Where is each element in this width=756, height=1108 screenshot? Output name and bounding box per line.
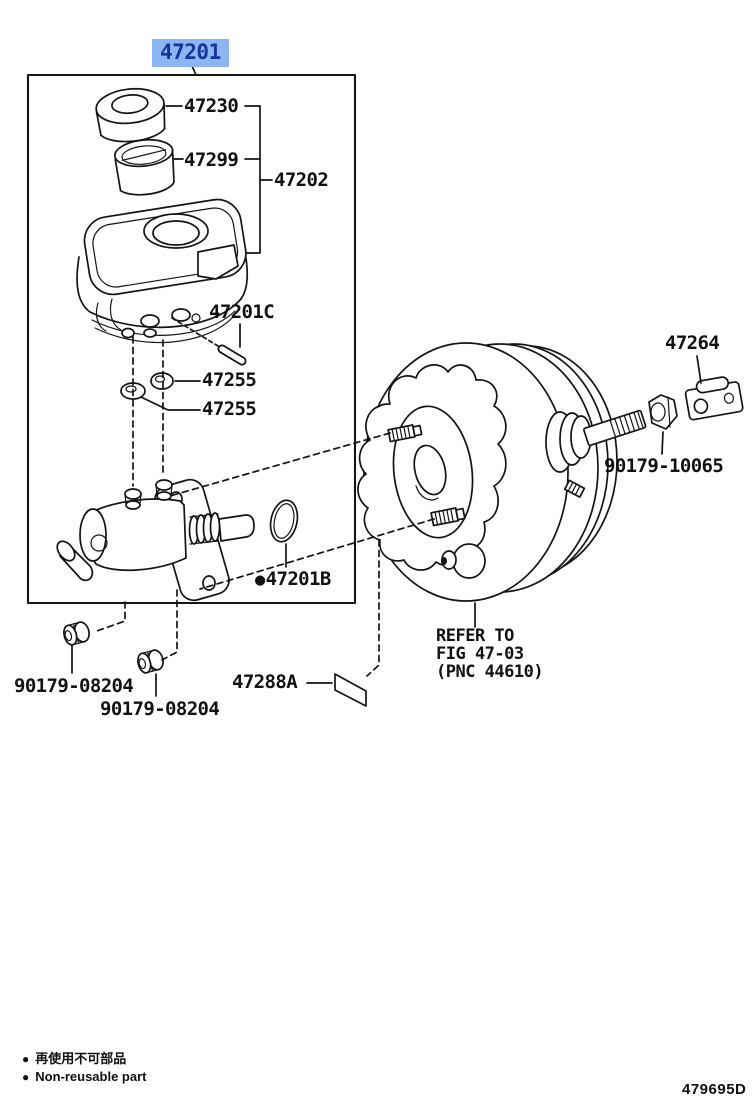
part-label-47299: 47299	[184, 149, 239, 171]
selected-part-number[interactable]: 47201	[152, 39, 229, 67]
brake-booster	[357, 342, 618, 602]
identification-plate	[334, 673, 367, 707]
cross-reference-note: REFER TO FIG 47-03 (PNC 44610)	[436, 626, 544, 682]
leader-lines	[71, 105, 702, 697]
legend-bullet-icon: ●	[22, 1052, 30, 1066]
part-label-90179-08204-left: 90179-08204	[14, 675, 134, 697]
part-label-47201B-text: 47201B	[265, 568, 332, 590]
legend-row-english: ● Non-reusable part	[22, 1069, 147, 1084]
reservoir-grommets	[120, 372, 174, 400]
part-label-47255-lower: 47255	[202, 398, 257, 420]
part-label-47201C: 47201C	[209, 301, 275, 323]
refer-line-1: REFER TO	[436, 626, 514, 646]
reservoir-cap	[95, 87, 166, 143]
non-reusable-bullet: ●	[255, 570, 265, 590]
part-label-47202: 47202	[274, 169, 329, 191]
part-label-47201B: ●47201B	[255, 568, 331, 590]
reservoir-float-ring	[114, 138, 175, 196]
refer-line-3: (PNC 44610)	[436, 662, 544, 682]
part-label-47255-upper: 47255	[202, 369, 257, 391]
legend-row-japanese: ● 再使用不可部品	[22, 1048, 126, 1067]
part-label-90179-08204-right: 90179-08204	[100, 698, 220, 720]
refer-line-2: FIG 47-03	[436, 644, 524, 664]
reservoir-tank	[76, 198, 248, 344]
legend-bullet-icon: ●	[22, 1070, 30, 1084]
assembly-dashed-lines	[93, 317, 435, 677]
part-label-90179-10065: 90179-10065	[604, 455, 724, 477]
mounting-nuts	[63, 621, 164, 674]
lock-nut	[648, 394, 678, 430]
legend-text-english: Non-reusable part	[35, 1069, 147, 1084]
assembly-box	[26, 65, 357, 605]
part-label-47230: 47230	[184, 95, 239, 117]
clevis	[684, 376, 744, 421]
part-label-47288A: 47288A	[232, 671, 298, 693]
reservoir-pin	[217, 344, 247, 366]
push-rod	[583, 409, 647, 447]
o-ring	[269, 499, 299, 543]
part-label-47264: 47264	[665, 332, 720, 354]
master-cylinder	[56, 478, 255, 602]
figure-code: 479695D	[682, 1081, 747, 1098]
legend-text-japanese: 再使用不可部品	[35, 1051, 127, 1066]
